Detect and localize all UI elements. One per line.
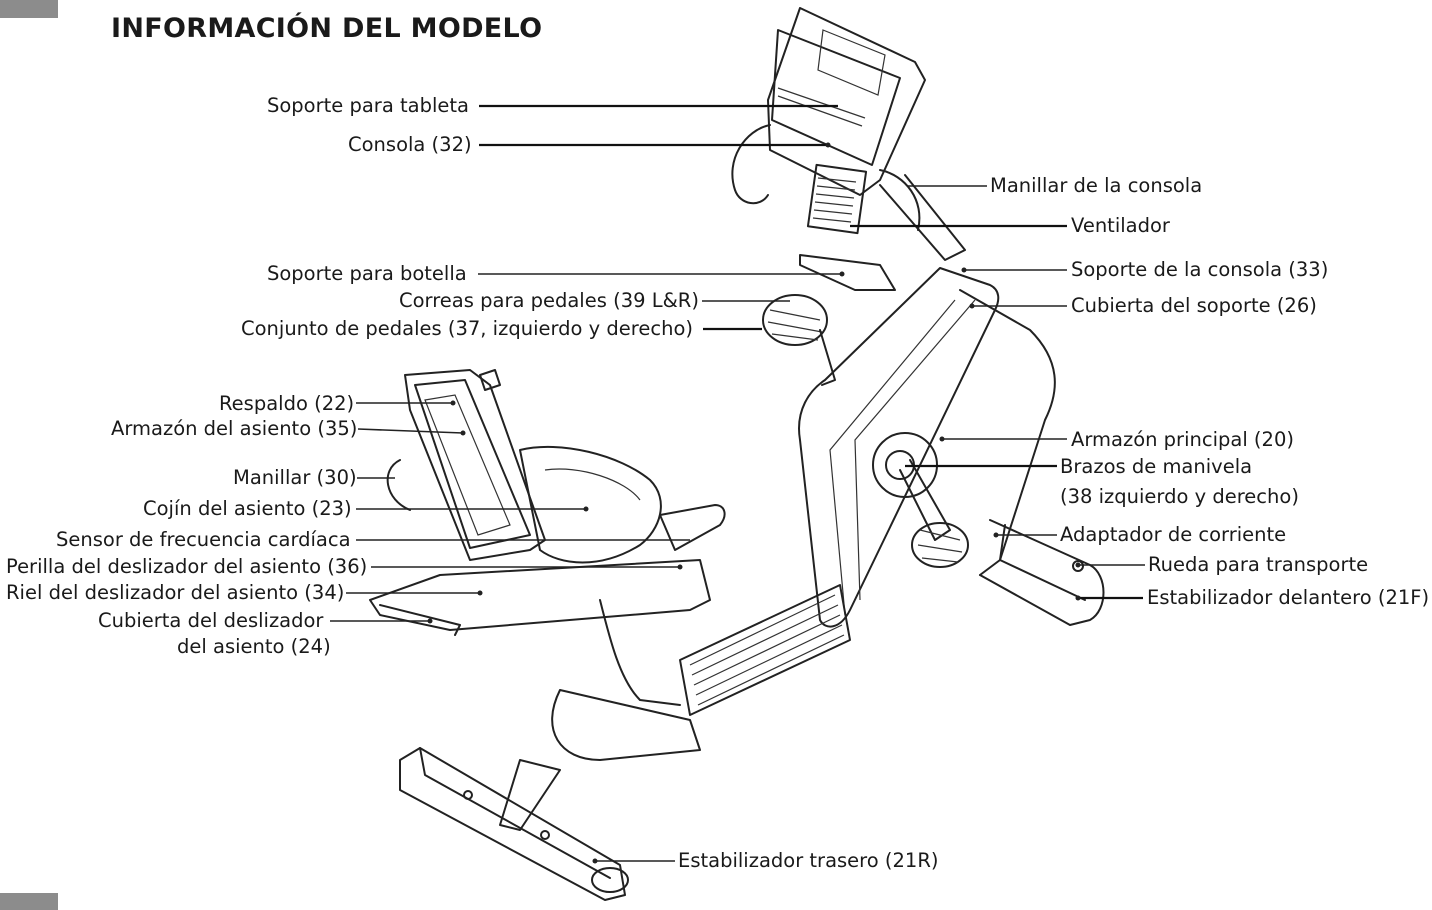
page-title: INFORMACIÓN DEL MODELO	[111, 13, 543, 44]
front-stabilizer-illustration	[979, 519, 1105, 626]
label-pedal-straps: Correas para pedales (39 L&R)	[399, 289, 699, 312]
label-transport-wheel: Rueda para transporte	[1148, 553, 1369, 576]
label-seat-slider-cover-line2: del asiento (24)	[177, 635, 331, 658]
label-rear-stabilizer: Estabilizador trasero (21R)	[678, 849, 939, 872]
page-corner-tab	[0, 0, 58, 18]
base-illustration	[399, 584, 851, 901]
label-seat-slider-knob: Perilla del deslizador del asiento (36)	[6, 555, 368, 578]
label-console-mast: Soporte de la consola (33)	[1071, 258, 1329, 281]
label-handlebar: Manillar (30)	[233, 466, 357, 489]
label-tablet-holder: Soporte para tableta	[267, 94, 469, 117]
label-front-stabilizer: Estabilizador delantero (21F)	[1147, 586, 1430, 609]
label-fan: Ventilador	[1071, 214, 1170, 237]
label-heart-rate-sensor: Sensor de frecuencia cardíaca	[56, 528, 351, 551]
main-frame-illustration	[762, 267, 1056, 628]
label-crank-arms-line1: Brazos de manivela	[1060, 455, 1253, 478]
label-seat-frame: Armazón del asiento (35)	[111, 417, 358, 440]
label-pedal-assembly: Conjunto de pedales (37, izquierdo y der…	[241, 317, 693, 340]
label-main-frame: Armazón principal (20)	[1071, 428, 1294, 451]
label-seat-slider-cover-line1: Cubierta del deslizador	[98, 609, 324, 632]
label-backrest: Respaldo (22)	[219, 392, 355, 415]
label-bottle-holder: Soporte para botella	[267, 262, 467, 285]
leader-lines	[330, 104, 1145, 864]
label-crank-arms-line2: (38 izquierdo y derecho)	[1060, 485, 1299, 508]
console-illustration	[731, 7, 966, 291]
label-console: Consola (32)	[348, 133, 472, 156]
label-seat-slider-rail: Riel del deslizador del asiento (34)	[6, 581, 345, 604]
label-mast-cover: Cubierta del soporte (26)	[1071, 294, 1317, 317]
label-console-handlebar: Manillar de la consola	[990, 174, 1203, 197]
label-seat-cushion: Cojín del asiento (23)	[143, 497, 352, 520]
label-power-adapter: Adaptador de corriente	[1060, 523, 1287, 546]
seat-illustration	[369, 369, 726, 706]
page-corner-tab-bottom	[0, 893, 58, 910]
